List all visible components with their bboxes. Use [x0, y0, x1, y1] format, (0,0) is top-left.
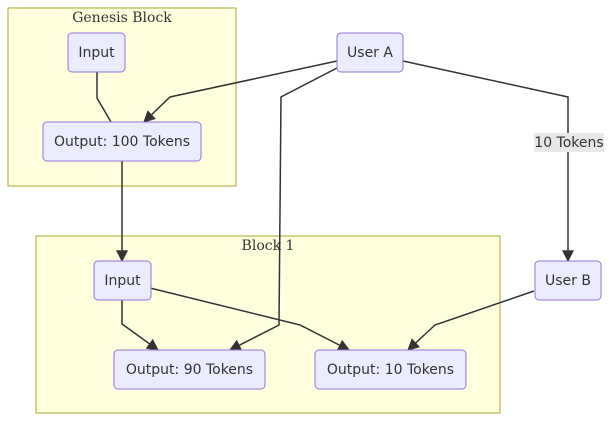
genesis-output-node[interactable]: Output: 100 Tokens — [42, 121, 202, 162]
user-b-label: User B — [545, 273, 591, 289]
edge-user-a-to-output-90 — [228, 67, 338, 351]
output-90-node[interactable]: Output: 90 Tokens — [113, 349, 266, 390]
edge-genesis-input-to-output — [96, 72, 112, 123]
user-a-node[interactable]: User A — [336, 32, 404, 73]
block-1-title: Block 1 — [242, 238, 295, 254]
edge-label-10-tokens-text: 10 Tokens — [534, 135, 603, 151]
genesis-block-title: Genesis Block — [72, 10, 172, 26]
edge-user-a-to-genesis-output — [143, 60, 338, 123]
edge-user-b-to-output-10 — [407, 290, 535, 351]
genesis-input-node[interactable]: Input — [67, 32, 126, 73]
output-90-label: Output: 90 Tokens — [126, 362, 253, 378]
edge-block1-input-to-output-10 — [149, 287, 351, 351]
block1-input-node[interactable]: Input — [93, 260, 152, 301]
edge-label-10-tokens: 10 Tokens — [534, 133, 604, 152]
output-10-node[interactable]: Output: 10 Tokens — [314, 349, 467, 390]
user-b-node[interactable]: User B — [534, 260, 602, 301]
edge-user-a-to-user-b — [402, 60, 574, 263]
output-10-label: Output: 10 Tokens — [327, 362, 454, 378]
block1-input-label: Input — [104, 273, 141, 289]
genesis-output-label: Output: 100 Tokens — [54, 134, 190, 150]
edge-block1-input-to-output-90 — [121, 299, 159, 351]
genesis-input-label: Input — [78, 45, 115, 61]
user-a-label: User A — [347, 45, 393, 61]
